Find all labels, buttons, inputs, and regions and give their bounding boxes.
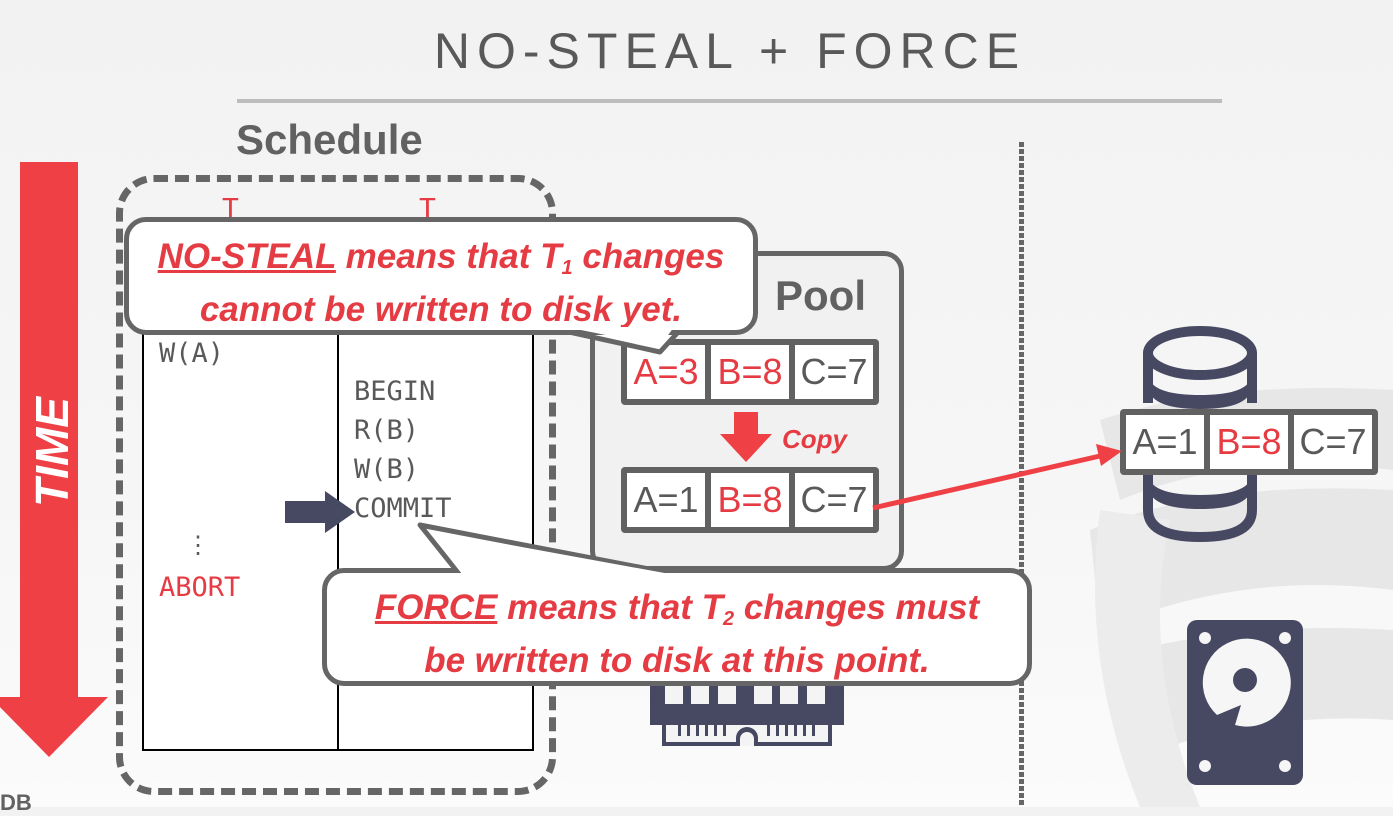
- txn-header-t2: T: [419, 192, 436, 225]
- force-subscript: 2: [722, 608, 735, 630]
- txn-header-t1: T: [222, 192, 239, 225]
- copy-label: Copy: [782, 424, 847, 454]
- current-step-arrow-icon: [285, 491, 355, 533]
- memory-disk-separator: [1019, 142, 1024, 807]
- force-callout: FORCE means that T2 changes must be writ…: [322, 568, 1032, 686]
- cell-c: C=7: [1294, 415, 1372, 469]
- buffer-pool-page-copy: A=1 B=8 C=7: [621, 467, 879, 533]
- time-label: TIME: [26, 396, 78, 507]
- no-steal-callout: NO-STEAL means that T1 changes cannot be…: [124, 217, 758, 335]
- no-steal-line1: NO-STEAL means that T1 changes: [129, 236, 753, 289]
- cell-b: B=8: [1210, 415, 1288, 469]
- schedule-column-divider: [337, 300, 339, 751]
- t2-op-begin: BEGIN: [354, 376, 436, 407]
- time-arrow-icon: TIME: [0, 162, 108, 757]
- no-steal-subscript: 1: [561, 257, 573, 279]
- title-divider: [237, 99, 1222, 103]
- no-steal-keyword: NO-STEAL: [157, 237, 336, 276]
- t2-op-commit: COMMIT: [354, 493, 452, 524]
- cell-a: A=1: [627, 473, 705, 527]
- t1-ellipsis: ⋮: [186, 531, 210, 559]
- force-line2: be written to disk at this point.: [424, 641, 930, 680]
- t1-op-abort: ABORT: [159, 572, 241, 603]
- t2-op-read-b: R(B): [354, 415, 420, 446]
- slide-title: NO-STEAL + FORCE: [433, 23, 1027, 79]
- force-text-tail: changes must: [734, 588, 980, 627]
- database-icon: [1143, 326, 1257, 543]
- disk-page: A=1 B=8 C=7: [1120, 409, 1378, 475]
- force-keyword: FORCE: [374, 588, 498, 627]
- cell-a: A=3: [627, 345, 705, 399]
- force-text: means that T: [497, 588, 723, 627]
- memory-ram-icon: [650, 680, 844, 746]
- buffer-pool-label: Pool: [775, 272, 866, 319]
- schedule-frame: [116, 175, 556, 795]
- no-steal-text: means that T: [335, 237, 562, 276]
- t1-op-write-a: W(A): [159, 338, 225, 369]
- cell-b: B=8: [711, 345, 789, 399]
- no-steal-line2: cannot be written to disk yet.: [199, 290, 683, 329]
- cell-b: B=8: [711, 473, 789, 527]
- hard-disk-icon: [1187, 620, 1303, 785]
- buffer-pool-page-t1: A=3 B=8 C=7: [621, 339, 879, 405]
- force-line1: FORCE means that T2 changes must: [327, 587, 1027, 640]
- t2-op-write-b: W(B): [354, 454, 420, 485]
- cell-a: A=1: [1126, 415, 1204, 469]
- copy-arrow-icon: [720, 412, 772, 462]
- cell-c: C=7: [795, 473, 873, 527]
- footer-text: DB: [0, 790, 32, 815]
- schedule-heading: Schedule: [236, 116, 423, 163]
- no-steal-text-tail: changes: [572, 237, 725, 276]
- cell-c: C=7: [795, 345, 873, 399]
